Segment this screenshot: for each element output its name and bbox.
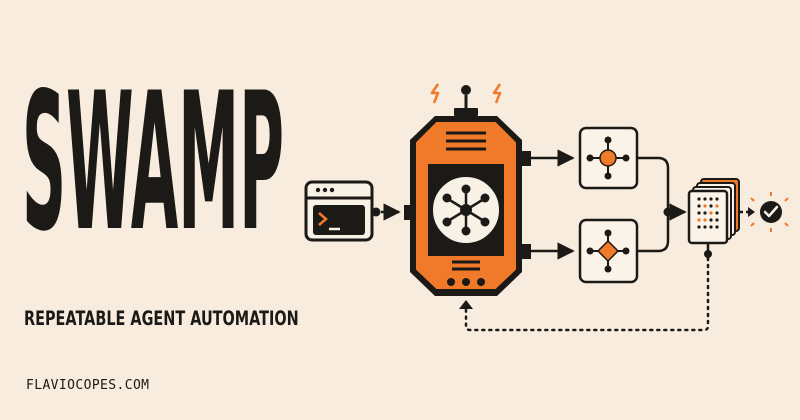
doc-dot (709, 211, 713, 215)
output-connector-bottom (522, 242, 575, 260)
doc-dot (697, 211, 701, 215)
doc-dot (697, 204, 701, 208)
spark-icon-left (430, 83, 440, 104)
agent-hub-icon (431, 175, 501, 245)
doc-dot (715, 204, 719, 208)
checkmark-circle-icon (750, 192, 789, 232)
doc-dot (709, 197, 713, 201)
result-connector (740, 207, 755, 217)
doc-dot (715, 197, 719, 201)
doc-dot (703, 211, 707, 215)
loop-back-connector (459, 244, 712, 332)
site-url: FLAVIOCOPES.COM (26, 378, 150, 393)
doc-dot (709, 225, 713, 229)
brand-title: SWAMP (22, 52, 284, 273)
merge-connectors (637, 156, 687, 253)
doc-dot (715, 225, 719, 229)
antenna (454, 85, 478, 116)
doc-dot (697, 218, 701, 222)
workflow-node-icon-2 (578, 218, 639, 284)
doc-dot (709, 204, 713, 208)
doc-dot (715, 218, 719, 222)
spark-icon-right (492, 83, 502, 104)
workflow-node-icon (578, 126, 639, 190)
doc-dot (703, 225, 707, 229)
input-connector (371, 203, 413, 221)
output-connector-top (522, 149, 575, 167)
doc-dot (715, 211, 719, 215)
doc-dot (697, 197, 701, 201)
doc-dot (703, 197, 707, 201)
doc-dot (709, 218, 713, 222)
stacked-documents-icon (687, 178, 740, 245)
brand-title-svg: SWAMP (22, 52, 284, 273)
doc-dot (697, 225, 701, 229)
terminal-window-icon (304, 180, 374, 242)
engine-indicator-lights (447, 278, 485, 286)
doc-dot (703, 204, 707, 208)
doc-dot (703, 218, 707, 222)
